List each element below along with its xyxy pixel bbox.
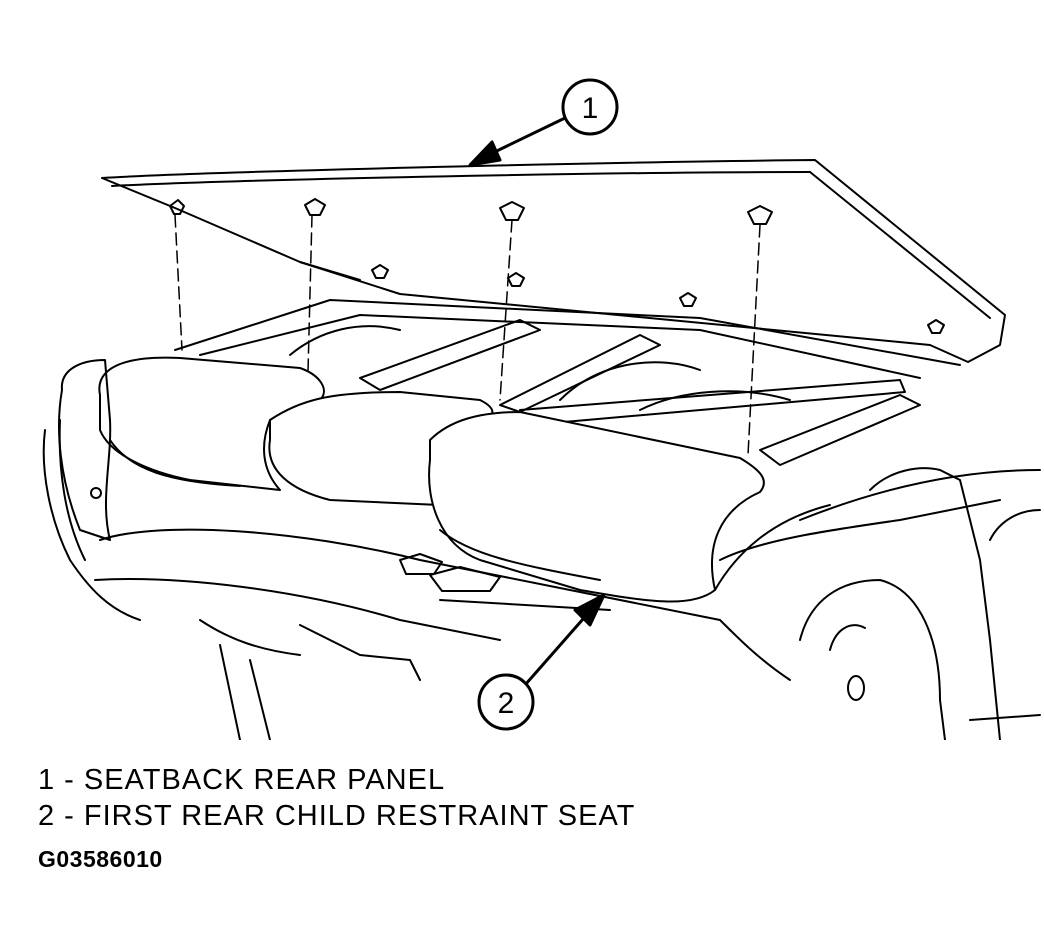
seat-base — [94, 528, 791, 740]
callout-2 — [477, 673, 535, 731]
panel-fasteners — [169, 198, 945, 334]
legend-item-1: 1 - SEATBACK REAR PANEL — [38, 764, 446, 796]
alignment-lines — [174, 214, 761, 456]
left-seat-side — [42, 359, 141, 621]
callout-2-number: 2 — [498, 687, 515, 720]
seat-cushions — [98, 356, 831, 603]
callout-1 — [561, 78, 619, 136]
right-trim — [719, 467, 1041, 740]
callout-leaders — [468, 116, 606, 687]
seat-diagram: 1 2 — [42, 78, 1041, 740]
figure-id: G03586010 — [38, 846, 163, 872]
seatback-rear-panel — [101, 159, 1006, 363]
legend-item-2: 2 - FIRST REAR CHILD RESTRAINT SEAT — [38, 800, 636, 832]
callout-1-number: 1 — [582, 92, 599, 125]
legend: 1 - SEATBACK REAR PANEL 2 - FIRST REAR C… — [38, 762, 635, 834]
